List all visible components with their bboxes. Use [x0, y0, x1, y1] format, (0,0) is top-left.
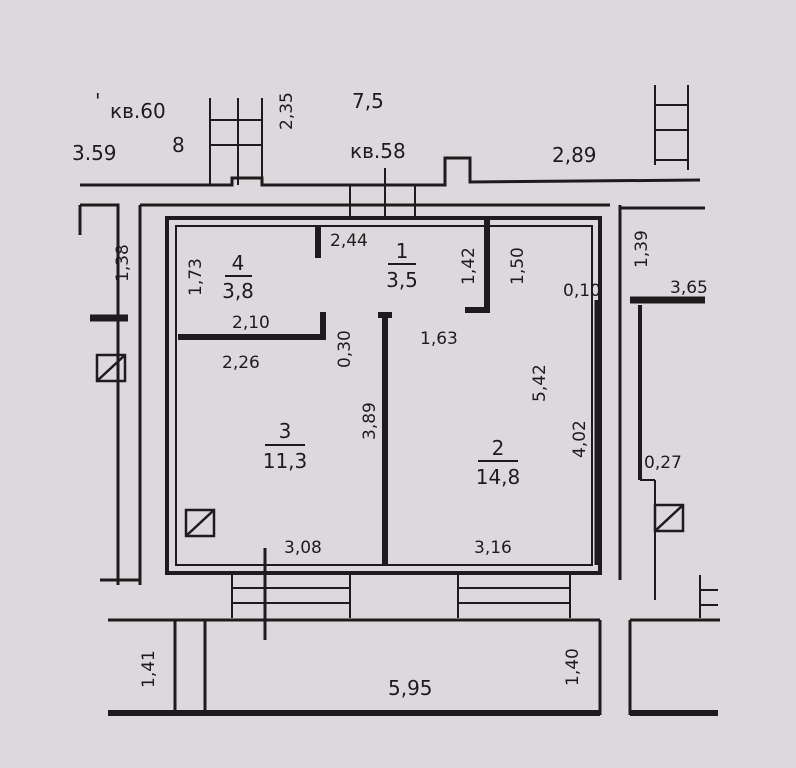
room-number: 3 [279, 419, 292, 443]
dim-3-59: 3.59 [72, 141, 117, 165]
room-area: 3,8 [222, 279, 254, 303]
dim-1-50: 1,50 [508, 247, 528, 285]
dim-5-42: 5,42 [530, 364, 550, 402]
dim-2-89: 2,89 [552, 143, 597, 167]
apartment-label-58: кв.58 [350, 139, 406, 163]
room-1: 1 3,5 [386, 239, 418, 292]
dim-3-16: 3,16 [474, 538, 512, 558]
room-area: 11,3 [263, 449, 308, 473]
dimensions-vertical: 2,35 1,42 1,50 1,73 0,30 5,42 3,89 4,02 … [113, 92, 652, 688]
dim-1-39: 1,39 [632, 230, 652, 268]
room-number: 2 [492, 436, 505, 460]
dim-0-30: 0,30 [335, 330, 355, 368]
dim-2-35: 2,35 [277, 92, 297, 130]
dim-2-26: 2,26 [222, 353, 260, 373]
dim-1-38: 1,38 [113, 244, 133, 282]
dim-1-73: 1,73 [186, 258, 206, 296]
dim-8: 8 [172, 133, 185, 157]
dim-7-5: 7,5 [352, 89, 384, 113]
interior-walls [90, 218, 718, 716]
dim-4-02: 4,02 [570, 420, 590, 458]
dimensions-horizontal: 7,5 3.59 8 2,89 2,44 0,10 2,10 2,26 1,63… [72, 89, 708, 700]
stair-grid-bottom [231, 548, 718, 640]
room-area: 3,5 [386, 268, 418, 292]
dim-1-63: 1,63 [420, 329, 458, 349]
dim-2-44: 2,44 [330, 231, 368, 251]
apartment-label-60: кв.60 [110, 99, 166, 123]
dim-1-42: 1,42 [459, 247, 479, 285]
vent-shafts [95, 353, 685, 538]
room-4: 4 3,8 [222, 251, 254, 303]
room-2: 2 14,8 [476, 436, 521, 489]
dim-3-08: 3,08 [284, 538, 322, 558]
dim-3-89: 3,89 [360, 402, 380, 440]
dim-1-41: 1,41 [139, 650, 159, 688]
room-number: 4 [232, 251, 245, 275]
window-grid-top [209, 85, 689, 218]
dim-2-10: 2,10 [232, 313, 270, 333]
dim-0-27: 0,27 [644, 453, 682, 473]
dim-3-65: 3,65 [670, 278, 708, 298]
room-3: 3 11,3 [263, 419, 308, 473]
room-number: 1 [396, 239, 409, 263]
dim-0-10: 0,10 [563, 281, 601, 301]
outer-walls [78, 156, 720, 715]
dim-5-95: 5,95 [388, 676, 433, 700]
dim-1-40: 1,40 [563, 648, 583, 686]
apartment-mark: ' [95, 89, 101, 113]
room-area: 14,8 [476, 465, 521, 489]
